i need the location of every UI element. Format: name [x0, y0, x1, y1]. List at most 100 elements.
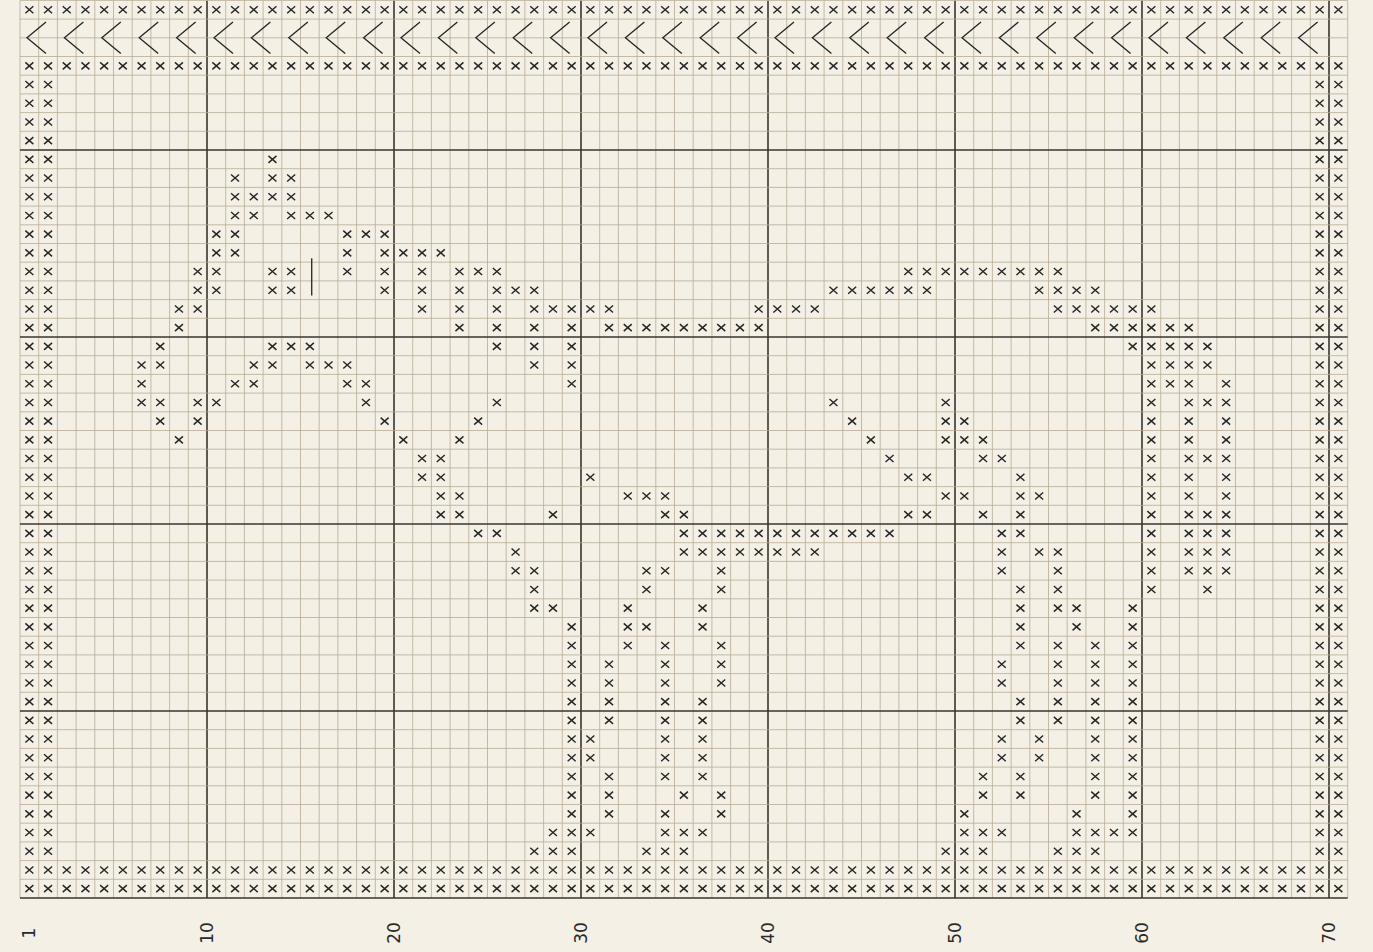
cross-stitch [717, 661, 725, 668]
cross-stitch [904, 6, 912, 13]
cross-stitch [1147, 866, 1155, 873]
cross-stitch [343, 268, 351, 275]
cross-stitch [1334, 754, 1342, 761]
column-number: 60 [1134, 922, 1151, 944]
grid-line [20, 206, 1348, 207]
grid-line [20, 785, 1348, 786]
cross-stitch [268, 343, 276, 350]
cross-stitch [306, 885, 314, 892]
cross-stitch [44, 436, 52, 443]
cross-stitch [1260, 6, 1268, 13]
cross-stitch [44, 324, 52, 331]
cross-stitch [437, 6, 445, 13]
grid-line [20, 636, 1348, 637]
cross-stitch [942, 492, 950, 499]
grid-line [20, 767, 1348, 768]
cross-stitch [1129, 642, 1137, 649]
cross-stitch [923, 474, 931, 481]
cross-stitch [1334, 399, 1342, 406]
cross-stitch [661, 773, 669, 780]
cross-stitch [418, 62, 426, 69]
chevron-mark [289, 22, 308, 53]
cross-stitch [792, 305, 800, 312]
cross-stitch [194, 287, 202, 294]
cross-stitch [642, 623, 650, 630]
cross-stitch [1334, 193, 1342, 200]
cross-stitch [362, 380, 370, 387]
grid-line [20, 0, 1348, 1]
cross-stitch [1316, 305, 1324, 312]
cross-stitch [437, 866, 445, 873]
cross-stitch [306, 866, 314, 873]
cross-stitch [1091, 848, 1099, 855]
cross-stitch [661, 698, 669, 705]
cross-stitch [1016, 6, 1024, 13]
cross-stitch [1073, 810, 1081, 817]
cross-stitch [1016, 530, 1024, 537]
cross-stitch [1297, 62, 1305, 69]
cross-stitch [699, 773, 707, 780]
cross-stitch [512, 62, 520, 69]
cross-stitch [1316, 642, 1324, 649]
grid-line [20, 411, 1348, 412]
grid-line [20, 93, 1348, 94]
cross-stitch [1334, 698, 1342, 705]
cross-stitch [998, 6, 1006, 13]
cross-stitch [1316, 81, 1324, 88]
cross-stitch [998, 455, 1006, 462]
chevron-mark [251, 22, 270, 53]
cross-stitch [343, 231, 351, 238]
cross-stitch [755, 324, 763, 331]
cross-stitch [998, 530, 1006, 537]
cross-stitch [268, 362, 276, 369]
cross-stitch [1203, 511, 1211, 518]
cross-stitch [1147, 362, 1155, 369]
cross-stitch [455, 305, 463, 312]
cross-stitch [268, 287, 276, 294]
cross-stitch [605, 324, 613, 331]
cross-stitch [923, 268, 931, 275]
cross-stitch [25, 810, 33, 817]
cross-stitch [44, 623, 52, 630]
cross-stitch [755, 885, 763, 892]
cross-stitch [1091, 866, 1099, 873]
cross-stitch [1091, 736, 1099, 743]
cross-stitch [325, 6, 333, 13]
cross-stitch [1147, 567, 1155, 574]
cross-stitch [1316, 549, 1324, 556]
cross-stitch [960, 492, 968, 499]
cross-stitch [979, 848, 987, 855]
cross-stitch [1185, 324, 1193, 331]
cross-stitch [1203, 362, 1211, 369]
chevron-mark [551, 22, 570, 53]
cross-stitch [979, 511, 987, 518]
cross-stitch [1334, 455, 1342, 462]
cross-stitch [661, 848, 669, 855]
cross-stitch [773, 885, 781, 892]
cross-stitch [306, 62, 314, 69]
cross-stitch [493, 399, 501, 406]
cross-stitch [867, 436, 875, 443]
cross-stitch [25, 436, 33, 443]
cross-stitch [811, 866, 819, 873]
chevron-mark [738, 22, 757, 53]
cross-stitch [1129, 773, 1137, 780]
cross-stitch [586, 736, 594, 743]
cross-stitch [699, 605, 707, 612]
cross-stitch [1203, 866, 1211, 873]
cross-stitch [960, 866, 968, 873]
grid [20, 0, 1348, 898]
cross-stitch [25, 6, 33, 13]
cross-stitch [194, 305, 202, 312]
cross-stitch [942, 268, 950, 275]
cross-stitch [474, 418, 482, 425]
cross-stitch [343, 866, 351, 873]
cross-stitch [1222, 436, 1230, 443]
cross-stitch [381, 6, 389, 13]
cross-stitch [792, 530, 800, 537]
cross-stitch [512, 549, 520, 556]
cross-stitch [624, 492, 632, 499]
cross-stitch [1054, 679, 1062, 686]
cross-stitch [1334, 100, 1342, 107]
cross-stitch [1054, 698, 1062, 705]
